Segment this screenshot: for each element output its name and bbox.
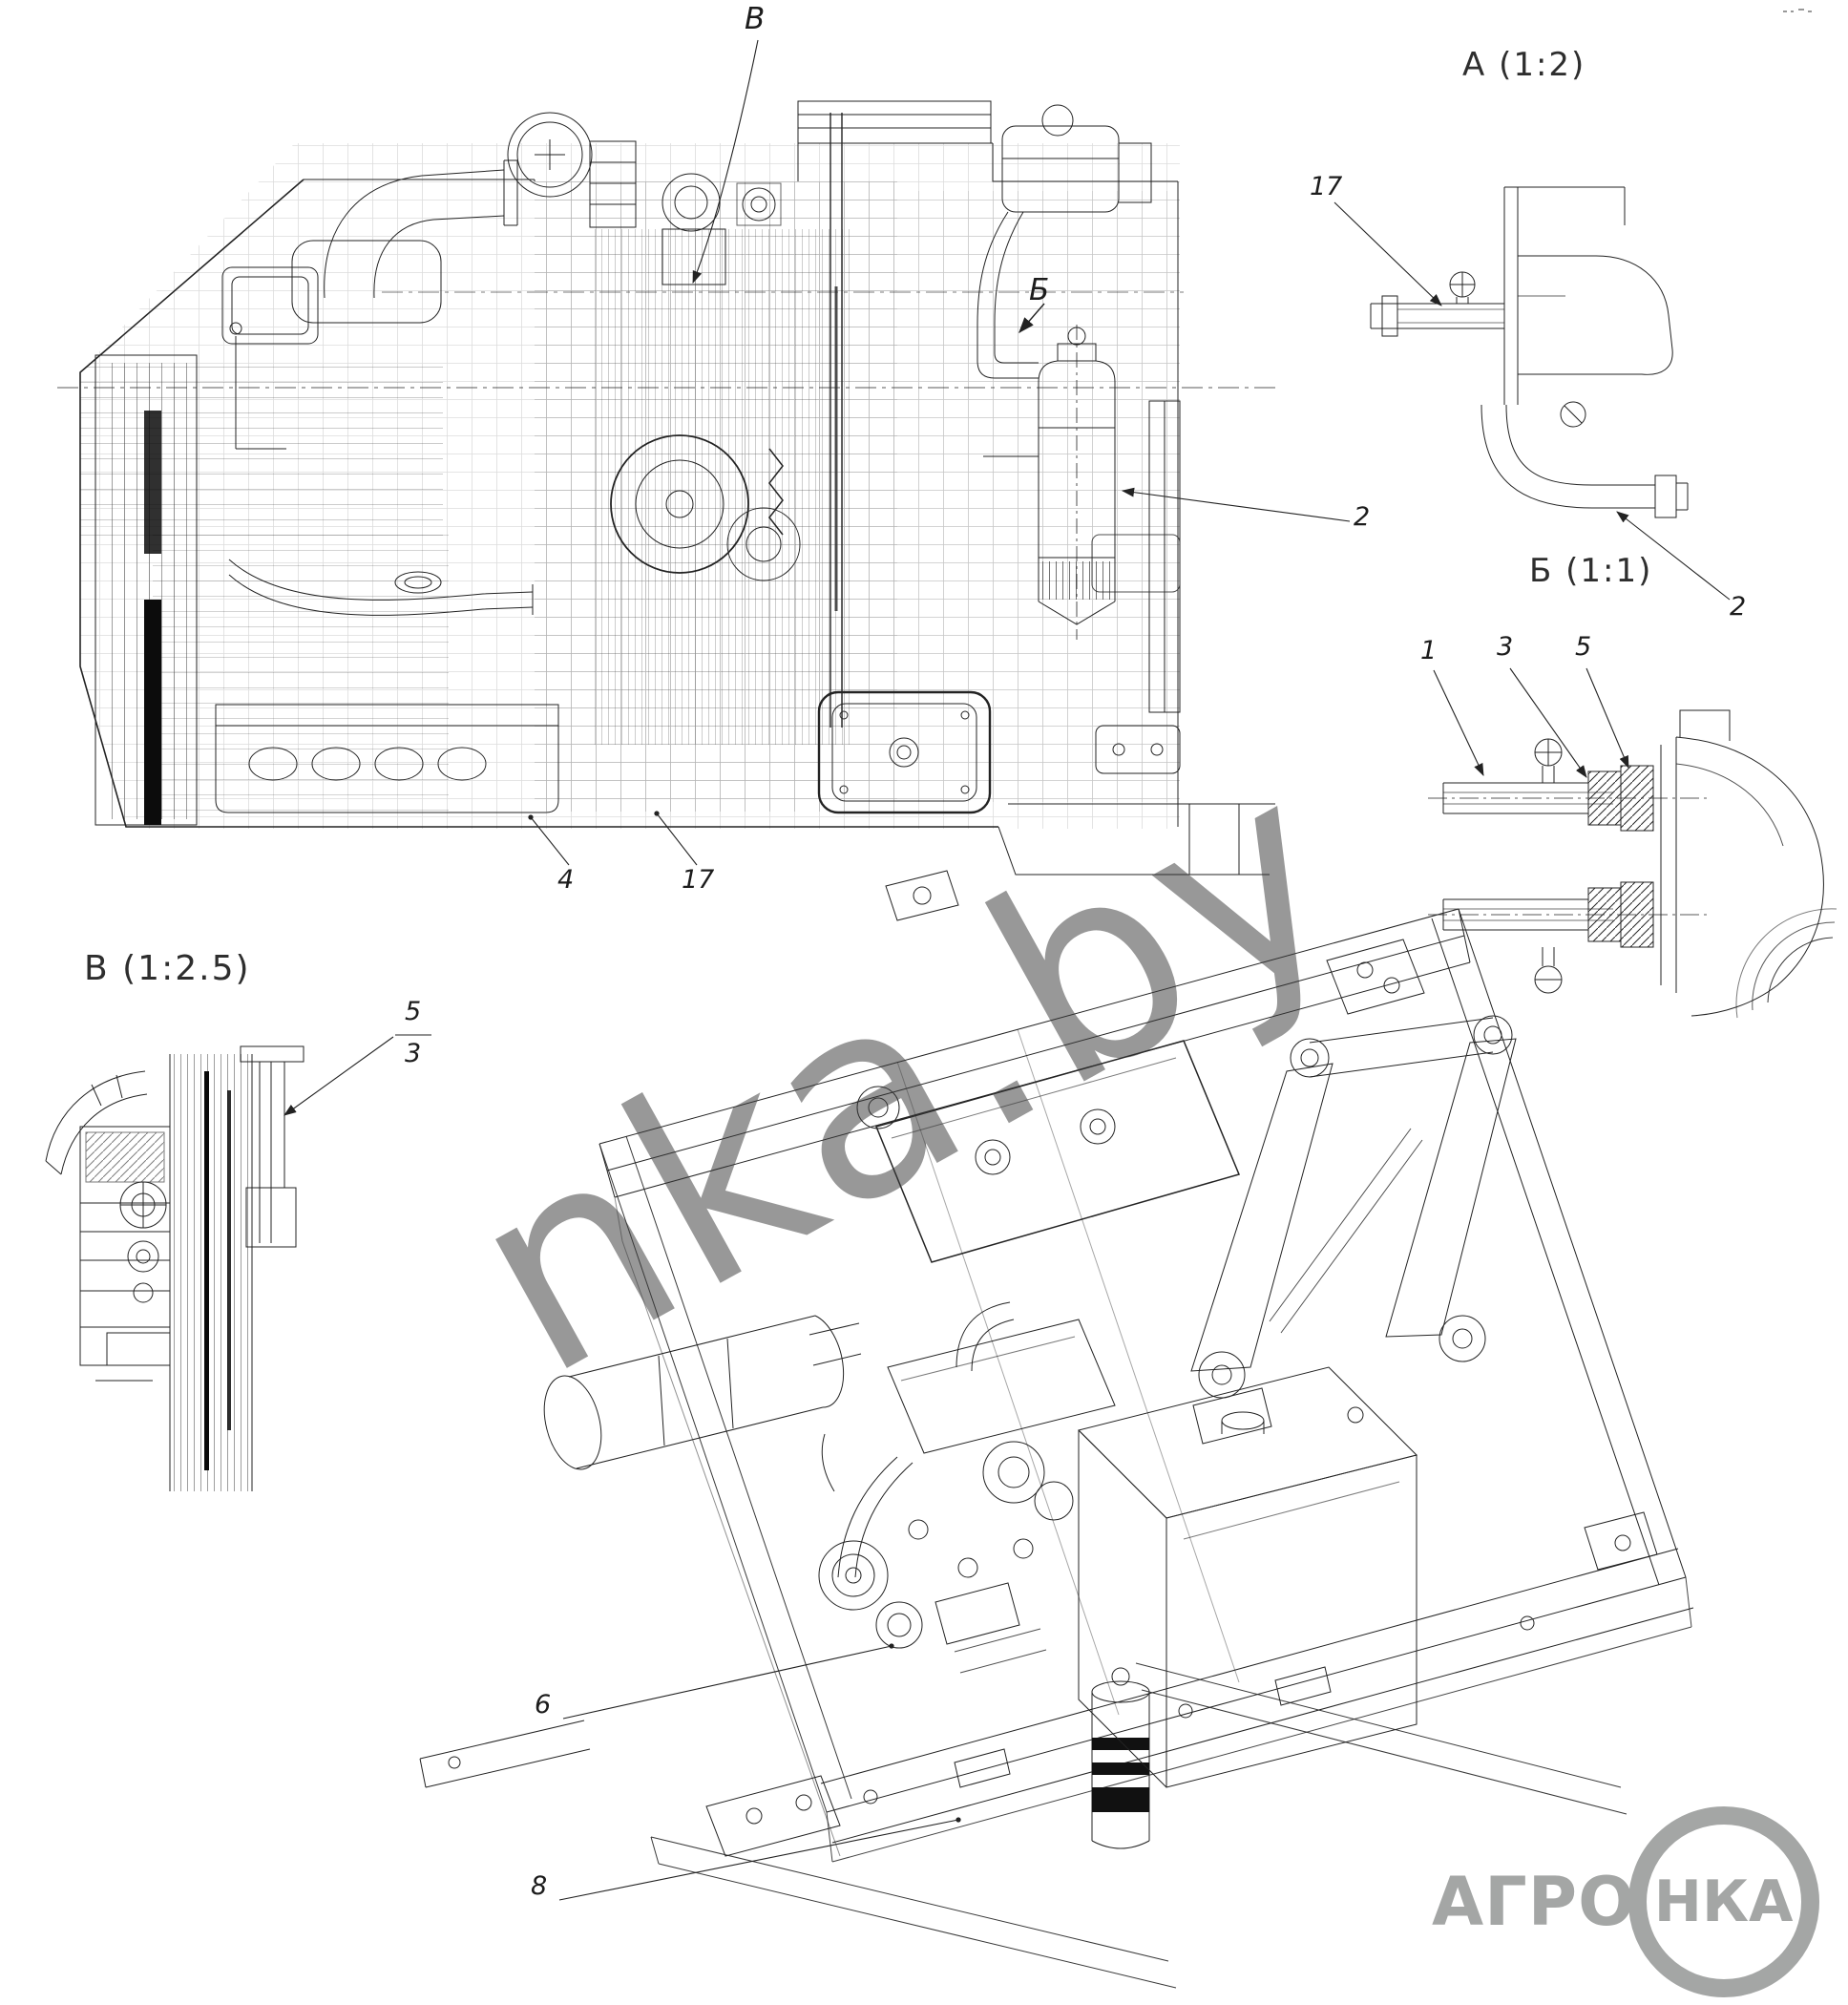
muffler xyxy=(543,1315,862,1470)
exhaust-elbow xyxy=(291,159,518,324)
radiator xyxy=(94,354,198,826)
frame-rails xyxy=(419,870,1694,1989)
engine-outline xyxy=(79,179,998,828)
logo-text-nka: НКА xyxy=(1653,1868,1794,1935)
inspection-cover xyxy=(817,690,992,814)
logo-text-agro: АГРО xyxy=(1432,1863,1636,1941)
detail-b-drawing xyxy=(1428,709,1838,1019)
hand-pump xyxy=(736,182,782,226)
logo-circle: НКА xyxy=(1628,1806,1819,1997)
fuel-filter-iso xyxy=(1091,1667,1150,1849)
detail-a-drawing xyxy=(1370,186,1689,518)
oil-pan xyxy=(215,704,559,813)
mounting-plate xyxy=(856,1040,1241,1263)
hydraulic-tank xyxy=(1078,1366,1418,1788)
engine-assembly xyxy=(818,1301,1116,1674)
isometric-drawing xyxy=(419,870,1694,1989)
lifting-arms xyxy=(1190,1015,1517,1445)
fuel-filter xyxy=(983,325,1116,640)
detail-v-drawing xyxy=(45,1045,304,1491)
leader-lines xyxy=(284,39,1731,1901)
turbocharger xyxy=(507,112,593,198)
gear-train xyxy=(610,434,801,581)
agro-nka-logo: АГРО НКА xyxy=(1432,1806,1819,1997)
expansion-tank xyxy=(1001,104,1152,213)
